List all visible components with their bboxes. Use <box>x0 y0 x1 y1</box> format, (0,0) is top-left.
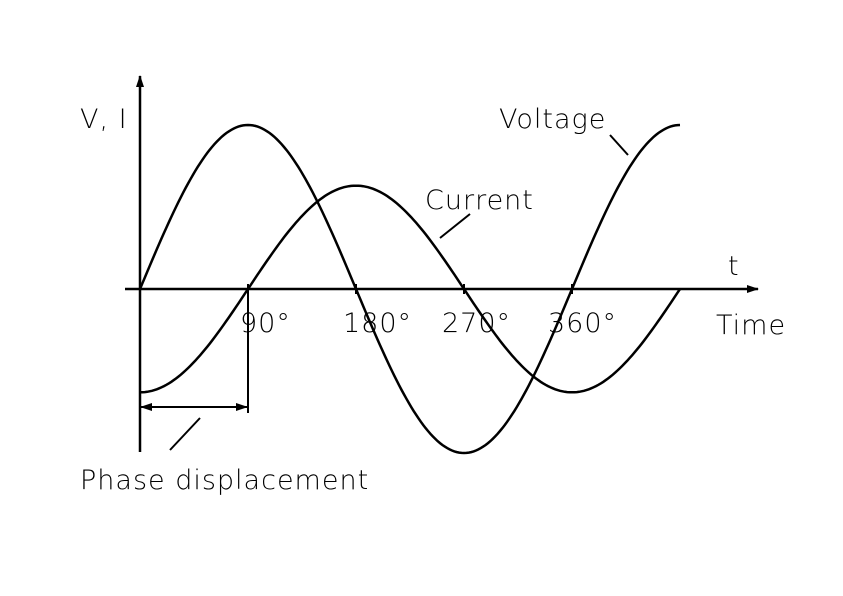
phase-leader-line <box>169 417 201 451</box>
x-axis-label: Time <box>716 310 786 341</box>
tick-label-180: 180° <box>343 308 412 339</box>
y-axis-label: V, I <box>80 104 128 135</box>
tick-label-90: 90° <box>240 308 291 339</box>
phase-displacement-label: Phase displacement <box>80 465 369 496</box>
x-axis-symbol: t <box>728 251 740 282</box>
current-curve <box>140 184 682 394</box>
voltage-label: Voltage <box>499 104 606 135</box>
tick-label-270: 270° <box>442 308 511 339</box>
current-leader-line <box>439 213 471 239</box>
voltage-leader-line <box>609 134 629 156</box>
voltage-curve <box>138 123 681 455</box>
tick-label-360: 360° <box>548 308 617 339</box>
current-label: Current <box>425 185 534 216</box>
